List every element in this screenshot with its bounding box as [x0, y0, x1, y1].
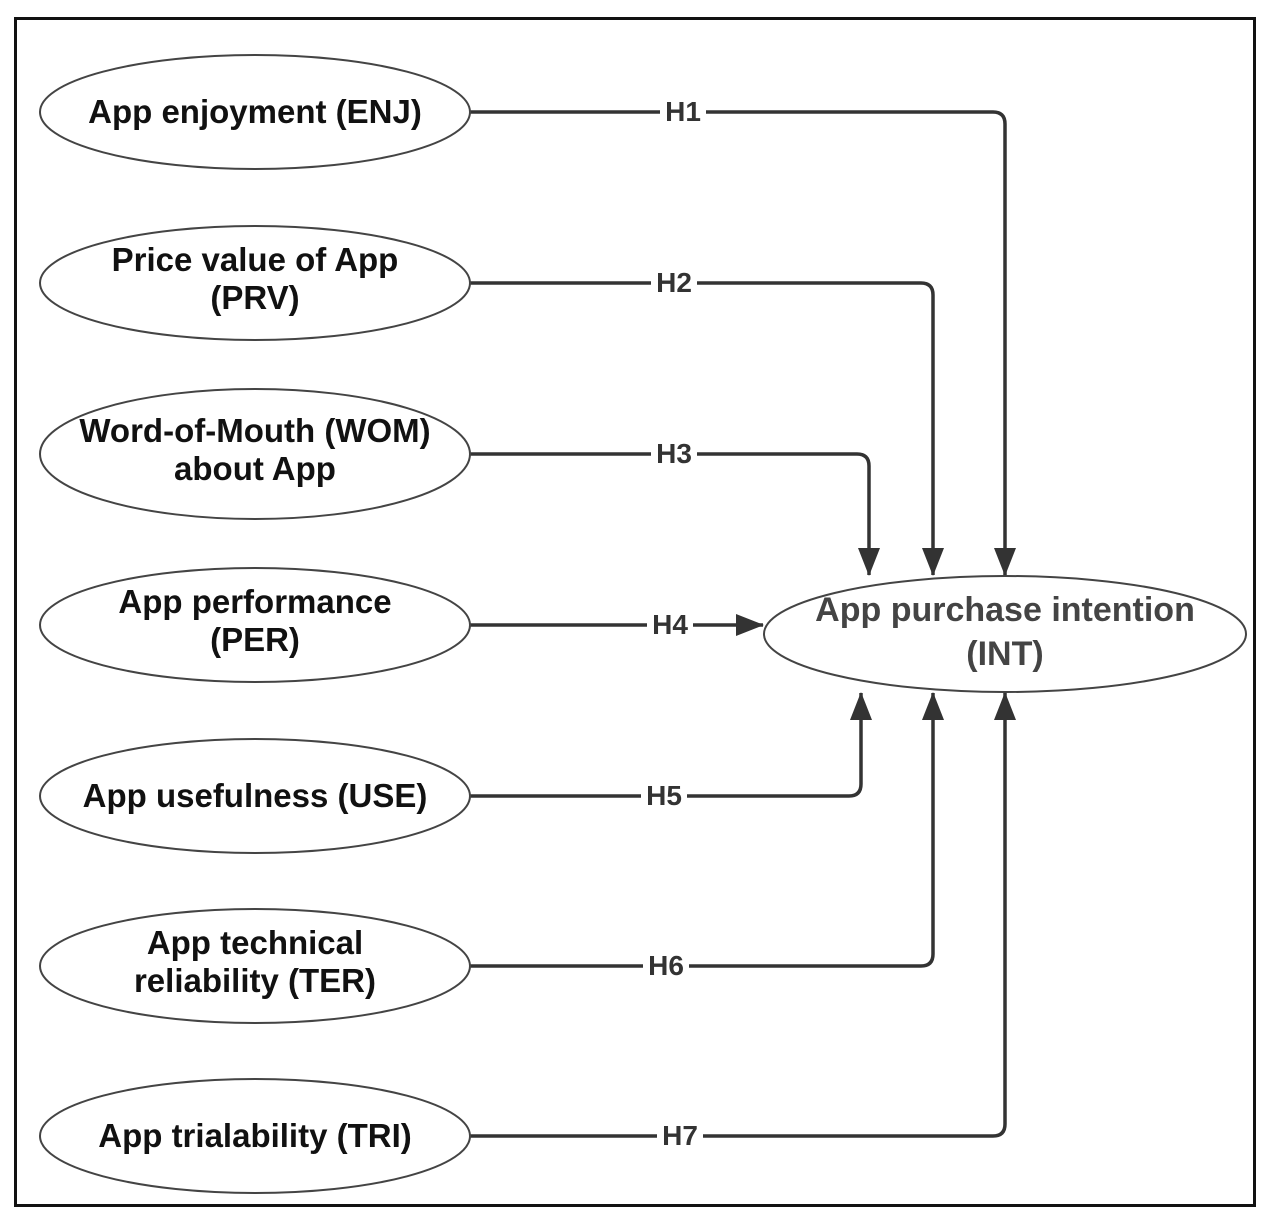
node-int-line2: (INT)	[966, 635, 1043, 673]
node-wom-line1: Word-of-Mouth (WOM)	[79, 412, 430, 449]
label-h2: H2	[656, 267, 692, 298]
label-h1: H1	[665, 96, 701, 127]
node-prv-line1: Price value of App	[112, 241, 399, 278]
edge-h6	[470, 692, 944, 968]
edge-h1	[470, 110, 1016, 576]
label-h7: H7	[662, 1120, 698, 1151]
edge-h7	[470, 692, 1016, 1138]
node-use-line1: App usefulness (USE)	[83, 777, 428, 814]
source-nodes: App enjoyment (ENJ) Price value of App (…	[39, 54, 471, 1194]
node-enj: App enjoyment (ENJ)	[39, 54, 471, 170]
label-h3: H3	[656, 438, 692, 469]
node-ter-line2: reliability (TER)	[134, 962, 376, 999]
label-h6: H6	[648, 950, 684, 981]
edge-h5	[470, 692, 872, 798]
node-ter: App technical reliability (TER)	[39, 908, 471, 1024]
node-prv-line2: (PRV)	[210, 279, 299, 316]
label-h4: H4	[652, 609, 688, 640]
node-enj-line1: App enjoyment (ENJ)	[88, 93, 422, 130]
node-tri-line1: App trialability (TRI)	[98, 1117, 412, 1154]
label-h5: H5	[646, 780, 682, 811]
hypothesis-labels: H1 H2 H3 H4 H5 H6 H7	[641, 96, 706, 1151]
node-wom: Word-of-Mouth (WOM) about App	[39, 388, 471, 520]
node-per-line2: (PER)	[210, 621, 300, 658]
node-wom-line2: about App	[174, 450, 336, 487]
edge-h2	[470, 281, 944, 576]
node-ter-line1: App technical	[147, 924, 363, 961]
diagram-frame	[14, 17, 1256, 1207]
node-per-line1: App performance	[118, 583, 391, 620]
node-tri: App trialability (TRI)	[39, 1078, 471, 1194]
node-int-line1: App purchase intention	[815, 591, 1195, 629]
edges-group	[470, 110, 1016, 1138]
node-per: App performance (PER)	[39, 567, 471, 683]
node-prv: Price value of App (PRV)	[39, 225, 471, 341]
node-int: App purchase intention (INT)	[763, 575, 1247, 693]
node-use: App usefulness (USE)	[39, 738, 471, 854]
edge-h3	[470, 452, 880, 576]
